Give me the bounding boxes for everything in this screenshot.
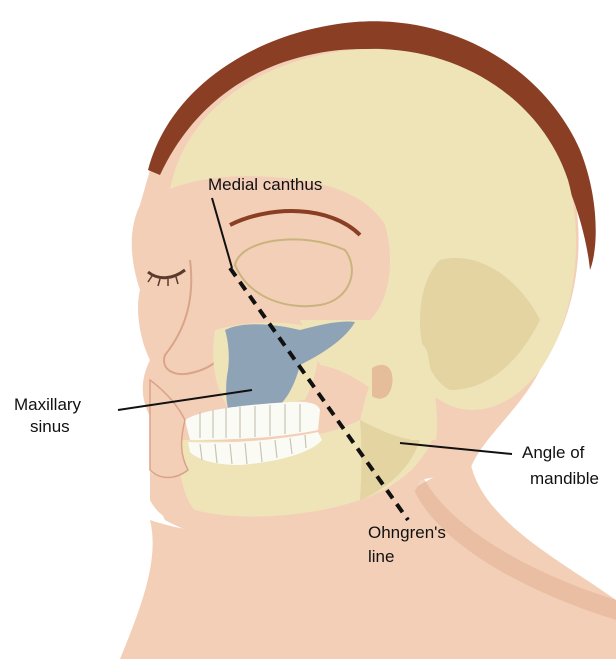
label-maxillary-sinus-line2: sinus xyxy=(30,416,70,437)
label-medial-canthus: Medial canthus xyxy=(208,174,322,195)
label-maxillary-sinus-line1: Maxillary xyxy=(14,394,81,415)
label-angle-of-mandible-line2: mandible xyxy=(530,468,599,489)
label-ohngrens-line-line2: line xyxy=(368,546,394,567)
label-ohngrens-line-line1: Ohngren's xyxy=(368,522,446,543)
label-angle-of-mandible-line1: Angle of xyxy=(522,442,584,463)
